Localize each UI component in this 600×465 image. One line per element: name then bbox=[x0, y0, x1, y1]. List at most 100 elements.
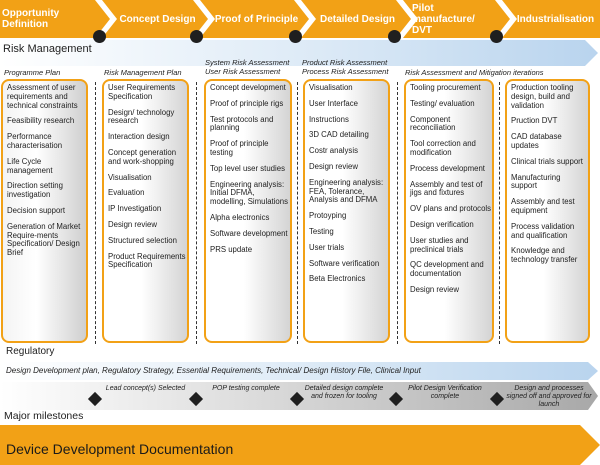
column-item: Production tooling design, build and val… bbox=[511, 83, 574, 110]
column-item: Engineering analysis: FEA, Tolerance, An… bbox=[309, 177, 384, 205]
regulatory-label: Regulatory bbox=[6, 346, 55, 357]
phase-industrialisation: Industrialisation bbox=[516, 13, 595, 25]
column-divider bbox=[95, 82, 96, 344]
column-divider bbox=[397, 82, 398, 344]
column-programme-plan: Assessment of user requirements and tech… bbox=[1, 79, 88, 343]
column-item: Design review bbox=[410, 284, 459, 294]
column-item: User trials bbox=[309, 242, 345, 252]
milestone-design-processes: Design and processes signed off and appr… bbox=[506, 385, 592, 408]
phase-chevron bbox=[0, 0, 110, 38]
column-item: Life Cycle management bbox=[7, 156, 53, 175]
column-item: Alpha electronics bbox=[210, 212, 270, 222]
phase-chevrons-graphic bbox=[0, 0, 600, 38]
phase-chevron bbox=[301, 0, 411, 38]
column-item: Proof of principle rigs bbox=[210, 98, 284, 108]
column-item: Clinical trials support bbox=[511, 156, 583, 166]
major-milestones-label: Major milestones bbox=[4, 410, 84, 422]
column-item: Concept generation and work-shopping bbox=[108, 147, 177, 166]
column-item: Design verification bbox=[410, 219, 474, 229]
column-item: Knowledge and technology transfer bbox=[511, 246, 578, 265]
column-item: Costr analysis bbox=[309, 146, 358, 156]
phase-opportunity-definition: Opportunity Definition bbox=[2, 8, 60, 30]
column-divider bbox=[297, 82, 298, 344]
phase-chevron bbox=[403, 0, 510, 38]
column-item: Instructions bbox=[309, 114, 349, 124]
column-item: Software development bbox=[210, 228, 288, 238]
column-divider bbox=[499, 82, 500, 344]
column-header-risk-management-plan: Risk Management Plan bbox=[104, 68, 182, 77]
column-item: Structured selection bbox=[108, 235, 177, 245]
column-item: Top level user studies bbox=[210, 163, 285, 173]
column-industrialisation: Production tooling design, build and val… bbox=[505, 79, 590, 343]
column-item: CAD database updates bbox=[511, 132, 562, 150]
column-item: Software verification bbox=[309, 258, 380, 268]
phase-boundary-dot bbox=[190, 30, 203, 43]
column-item: Component reconciliation bbox=[410, 114, 456, 133]
phase-pilot-manufacture: Pilot manufacture/ DVT bbox=[412, 2, 475, 36]
column-item: Assembly and test of jigs and fixtures bbox=[410, 179, 483, 198]
column-item: Design/ technology research bbox=[108, 107, 175, 126]
column-item: Direction setting investigation bbox=[7, 181, 63, 200]
risk-management-band bbox=[0, 40, 598, 66]
column-item: Tooling procurement bbox=[410, 83, 481, 92]
column-item: Testing/ evaluation bbox=[410, 98, 475, 108]
column-item: Product Requirements Specification bbox=[108, 251, 186, 270]
column-item: Visualisation bbox=[108, 172, 152, 182]
documentation-band bbox=[0, 425, 600, 465]
column-item: Manufacturing support bbox=[511, 172, 561, 191]
column-header-programme-plan: Programme Plan bbox=[4, 68, 61, 77]
column-divider bbox=[196, 82, 197, 344]
column-item: Concept development bbox=[210, 83, 286, 92]
column-item: IP Investigation bbox=[108, 204, 162, 214]
column-item: Engineering analysis: Initial DFMA, mode… bbox=[210, 179, 289, 207]
phase-chevron bbox=[200, 0, 309, 38]
column-item: Process validation and qualification bbox=[511, 221, 575, 240]
column-item: Generation of Market Require-ments Speci… bbox=[7, 221, 81, 258]
column-item: QC development and documentation bbox=[410, 260, 484, 279]
column-item: PRS update bbox=[210, 244, 253, 254]
column-item: Tool correction and modification bbox=[410, 139, 476, 157]
phase-detailed-design: Detailed Design bbox=[319, 13, 396, 25]
column-item: Evaluation bbox=[108, 188, 145, 198]
phase-chevron bbox=[502, 0, 600, 38]
column-header-risk-iterations: Risk Assessment and Mitigation iteration… bbox=[405, 68, 544, 77]
column-header-system-risk: System Risk Assessment User Risk Assessm… bbox=[205, 58, 290, 76]
phase-boundary-dot bbox=[490, 30, 503, 43]
column-item: Decision support bbox=[7, 205, 66, 215]
column-item: User Requirements Specification bbox=[108, 83, 176, 101]
column-item: Test protocols and planning bbox=[210, 114, 274, 133]
milestone-pilot-design: Pilot Design Verification complete bbox=[408, 385, 482, 400]
phase-boundary-dot bbox=[388, 30, 401, 43]
column-item: Protoyping bbox=[309, 211, 347, 221]
column-item: User Interface bbox=[309, 98, 358, 108]
column-item: Design review bbox=[309, 161, 358, 171]
column-item: Proof of principle testing bbox=[210, 139, 269, 157]
column-item: Pruction DVT bbox=[511, 116, 558, 126]
column-item: OV plans and protocols bbox=[410, 204, 492, 214]
phase-chevron bbox=[102, 0, 208, 38]
phase-concept-design: Concept Design bbox=[119, 13, 196, 25]
phase-boundary-dot bbox=[93, 30, 106, 43]
risk-management-label: Risk Management bbox=[3, 43, 92, 55]
phase-proof-of-principle: Proof of Principle bbox=[214, 13, 299, 25]
regulatory-detail: Design Development plan, Regulatory Stra… bbox=[6, 366, 421, 375]
column-item: Testing bbox=[309, 226, 334, 236]
column-item: 3D CAD detailing bbox=[309, 130, 369, 140]
column-header-product-risk: Product Risk Assessment Process Risk Ass… bbox=[302, 58, 389, 76]
documentation-label: Device Development Documentation bbox=[6, 441, 234, 457]
regulatory-band bbox=[0, 362, 598, 380]
column-item: Assembly and test equipment bbox=[511, 197, 575, 215]
column-item: Feasibility research bbox=[7, 116, 75, 126]
column-item: Performance characterisation bbox=[7, 132, 63, 150]
column-item: Design review bbox=[108, 219, 157, 229]
column-item: Assessment of user requirements and tech… bbox=[7, 83, 78, 110]
phase-boundary-dot bbox=[289, 30, 302, 43]
column-item: Process development bbox=[410, 163, 485, 173]
milestone-lead-concepts: Lead concept(s) Selected bbox=[105, 385, 186, 392]
milestone-pop-testing: POP testing complete bbox=[212, 385, 280, 392]
column-item: User studies and preclinical trials bbox=[410, 235, 469, 254]
